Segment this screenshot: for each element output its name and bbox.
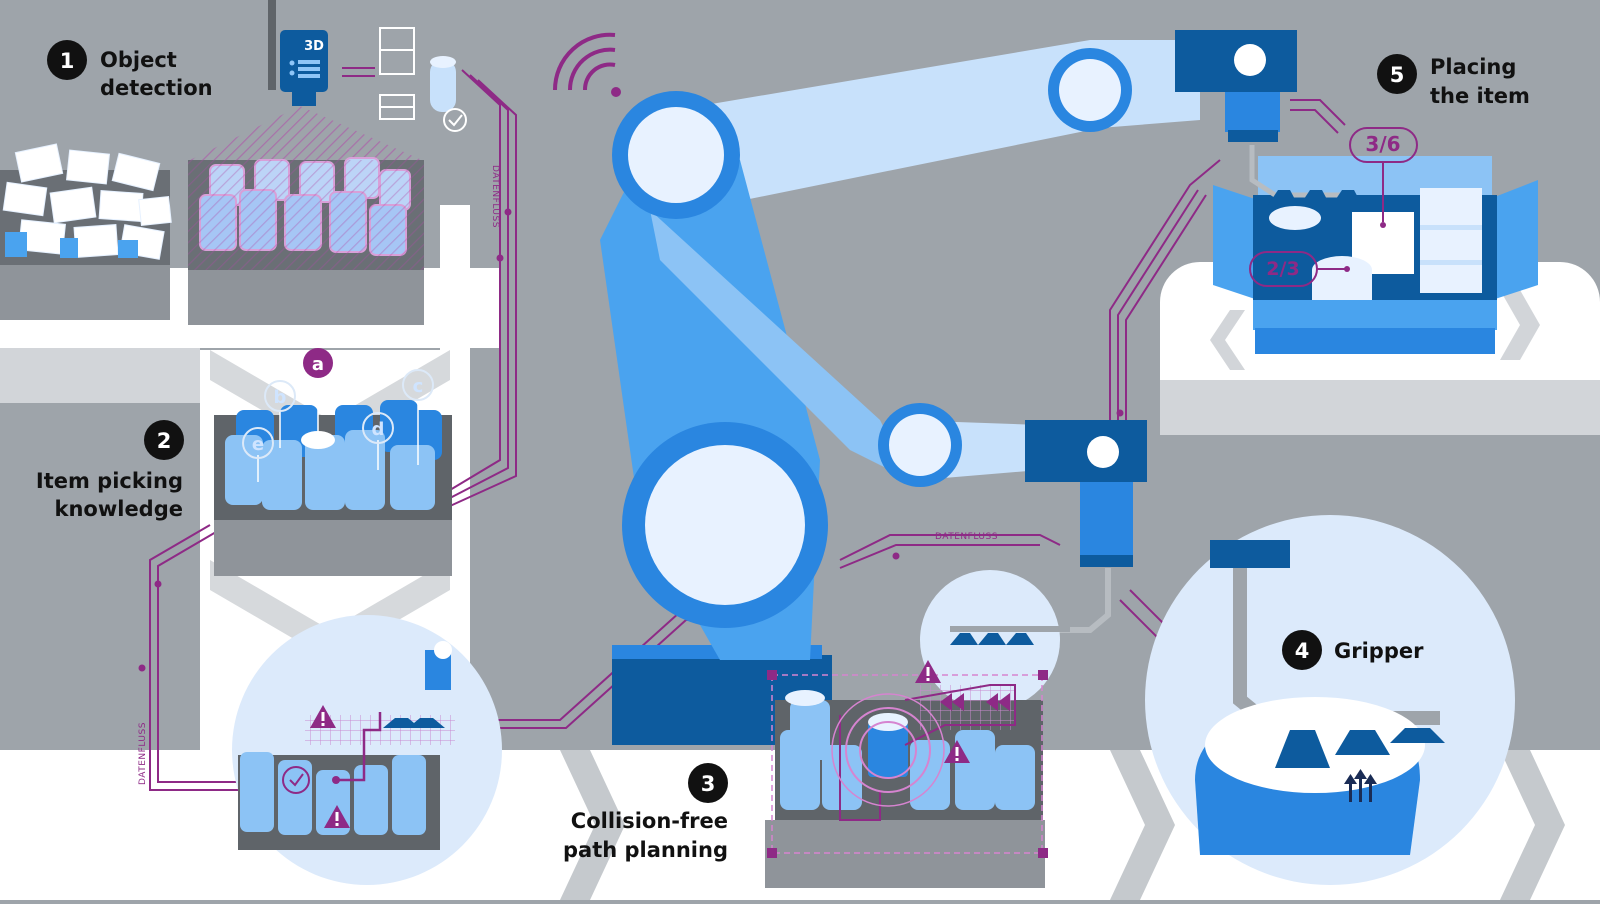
camera-label: 3D: [304, 39, 324, 54]
step-1-object-detection: 3D: [0, 0, 467, 325]
warning-icon: [324, 805, 350, 828]
tag-a-label: a: [312, 354, 324, 375]
robot-arm: [600, 30, 1297, 745]
path-planning-overlay: [767, 670, 1048, 858]
lift-arrows-icon: [1344, 769, 1377, 802]
step-4-title: Gripper: [1334, 639, 1424, 663]
warning-icon: [915, 660, 941, 683]
bin-cylinders: [188, 157, 424, 325]
step-5-title-line1: Placing: [1430, 55, 1516, 79]
step-2-item-picking-knowledge: a b c d e 2 Item picking knowledge: [36, 348, 502, 885]
tag-b-label: b: [274, 387, 287, 408]
rewind-icon: [940, 693, 1010, 711]
step-2-number: 2: [157, 429, 172, 453]
step-5-label: 5 Placing the item: [1377, 54, 1530, 108]
checkmark-icon: [443, 108, 467, 132]
warning-icon: [310, 705, 336, 728]
data-flow-label-3: DATENFLUSS: [935, 532, 998, 542]
box-total-counter: 3/6: [1365, 132, 1400, 156]
camera-mount: [268, 0, 276, 90]
step-3-label: 3 Collision-free path planning: [563, 763, 728, 862]
target-box: [1213, 156, 1538, 354]
step-5-badge: [1377, 54, 1417, 94]
base-joint: [622, 422, 828, 628]
wifi-icon: [552, 32, 616, 91]
box-fill-counter: 3/6: [1349, 127, 1418, 228]
step-3-title-line1: Collision-free: [571, 809, 728, 833]
shoulder-joint: [612, 91, 740, 219]
step-5-title-line2: the item: [1430, 84, 1530, 108]
step-1-badge: [47, 40, 87, 80]
tag-d-label: d: [372, 419, 385, 440]
tag-b: [264, 380, 296, 412]
step-2-title-line1: Item picking: [36, 469, 183, 493]
compartment-counter: 2/3: [1249, 251, 1350, 287]
data-flow-label-1: DATENFLUSS: [490, 165, 500, 228]
wrist-joint-top: [1048, 48, 1132, 132]
gripper-head-top: [1175, 30, 1297, 142]
step-3-number: 3: [701, 772, 716, 796]
step-1-number: 1: [60, 49, 75, 73]
tag-c-label: c: [413, 376, 424, 397]
knowledge-bin: [214, 400, 452, 576]
data-flow-label-2: DATENFLUSS: [138, 722, 148, 785]
step-5-placing-the-item: 3/6 2/3 5 Placing the item: [1213, 54, 1538, 354]
step-3-badge: [688, 763, 728, 803]
step-4-gripper: 4 Gripper: [1145, 515, 1515, 885]
step-2-label: 2 Item picking knowledge: [36, 420, 184, 521]
elbow-joint: [878, 403, 962, 487]
step-3-title-line2: path planning: [563, 838, 728, 862]
step-2-title-line2: knowledge: [55, 497, 184, 521]
3d-camera-icon: [280, 30, 328, 106]
tag-a: [303, 348, 333, 378]
gripper-head-bottom: [1025, 420, 1147, 567]
tag-e-label: e: [252, 434, 264, 455]
tag-c: [402, 369, 434, 401]
analysis-panels: [379, 27, 456, 120]
compartment-counter-text: 2/3: [1266, 258, 1299, 280]
step-1-title-line2: detection: [100, 76, 213, 100]
bin-boxes: [0, 143, 172, 320]
tag-e: [242, 427, 274, 459]
tag-d: [362, 412, 394, 444]
step-3-collision-free-path-planning: 3 Collision-free path planning: [563, 570, 1070, 888]
step-1-label: 1 Object detection: [47, 40, 213, 100]
step-4-number: 4: [1295, 639, 1310, 663]
step-2-badge: [144, 420, 184, 460]
item-tags: a b c d e: [242, 348, 434, 482]
step-4-label: 4 Gripper: [1282, 630, 1424, 670]
arm-link: [650, 210, 910, 480]
step-1-title-line1: Object: [100, 48, 177, 72]
warning-icon: [944, 740, 970, 763]
picking-simulation: [232, 615, 502, 885]
wifi-dot: [611, 87, 621, 97]
step-4-badge: [1282, 630, 1322, 670]
step-5-number: 5: [1390, 63, 1405, 87]
